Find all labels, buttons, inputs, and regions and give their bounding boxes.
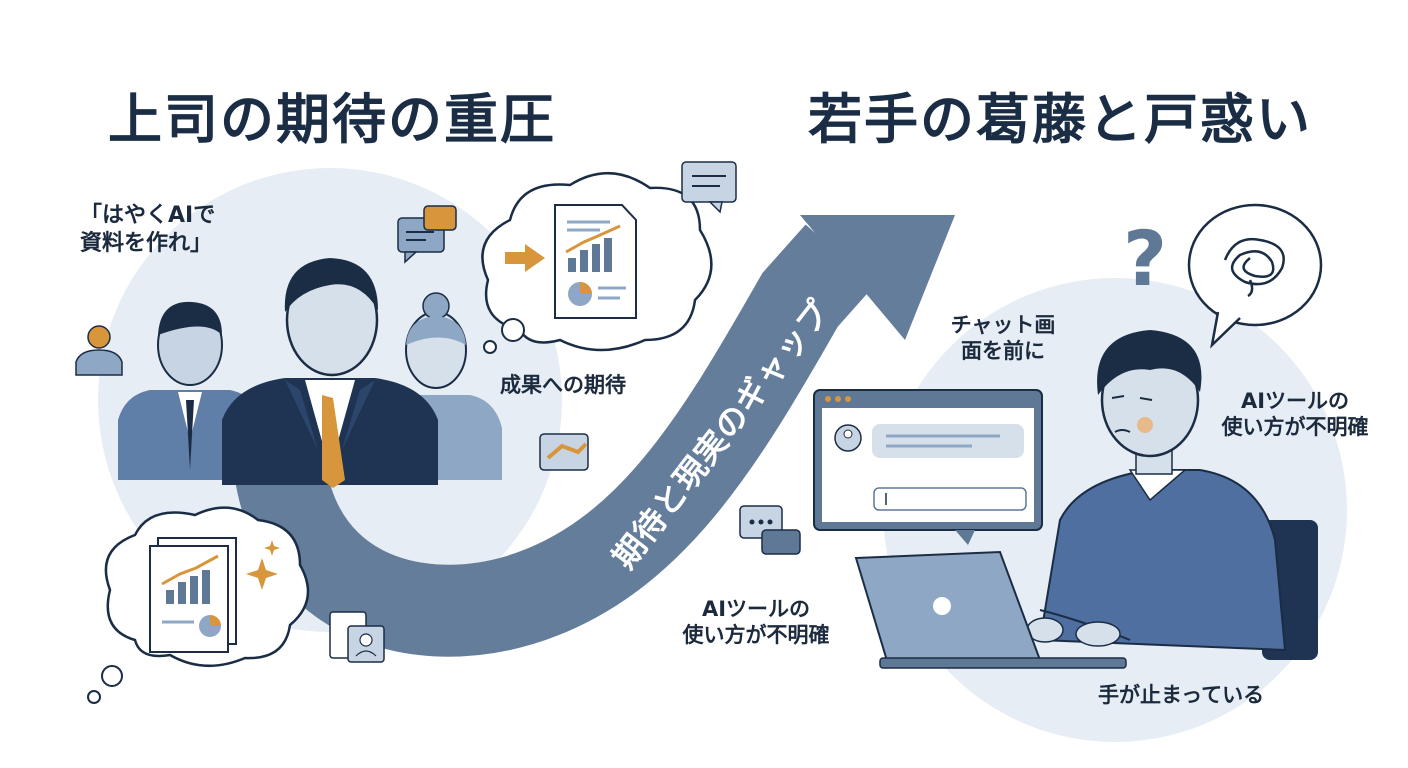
laptop-icon — [854, 550, 1127, 669]
document-chart-icon — [554, 204, 637, 319]
arrow-right-icon — [505, 244, 545, 272]
id-card-icon — [329, 611, 385, 663]
hands-stopped-label: 手が止まっている — [1098, 683, 1265, 707]
unclear-tool-label-right: AIツールの 使い方が不明確 — [1221, 389, 1369, 440]
young-worker — [1026, 330, 1318, 660]
tangled-thought-icon — [1187, 203, 1323, 349]
message-icon-middle — [739, 505, 801, 555]
unclear-tool-label-center: AIツールの 使い方が不明確 — [682, 597, 830, 648]
chat-window-icon — [813, 389, 1043, 545]
handshake-icon — [539, 433, 589, 471]
expectation-label: 成果への期待 — [500, 373, 626, 397]
left-title: 上司の期待の重圧 — [108, 88, 556, 151]
chat-screen-label: チャット画 面を前に — [950, 313, 1056, 364]
boss-quote: 「はやくAIで 資料を作れ」 — [80, 203, 216, 256]
question-mark-icon: ? — [1123, 214, 1167, 303]
user-badge-icon — [75, 325, 123, 376]
right-title: 若手の葛藤と戸惑い — [808, 88, 1312, 151]
gap-arrow — [234, 215, 955, 657]
sparkle-icon — [246, 540, 280, 590]
message-icon-top — [681, 161, 737, 214]
boss — [222, 258, 438, 488]
chat-bubble-icon — [397, 205, 457, 264]
report-document-icon — [149, 537, 237, 653]
